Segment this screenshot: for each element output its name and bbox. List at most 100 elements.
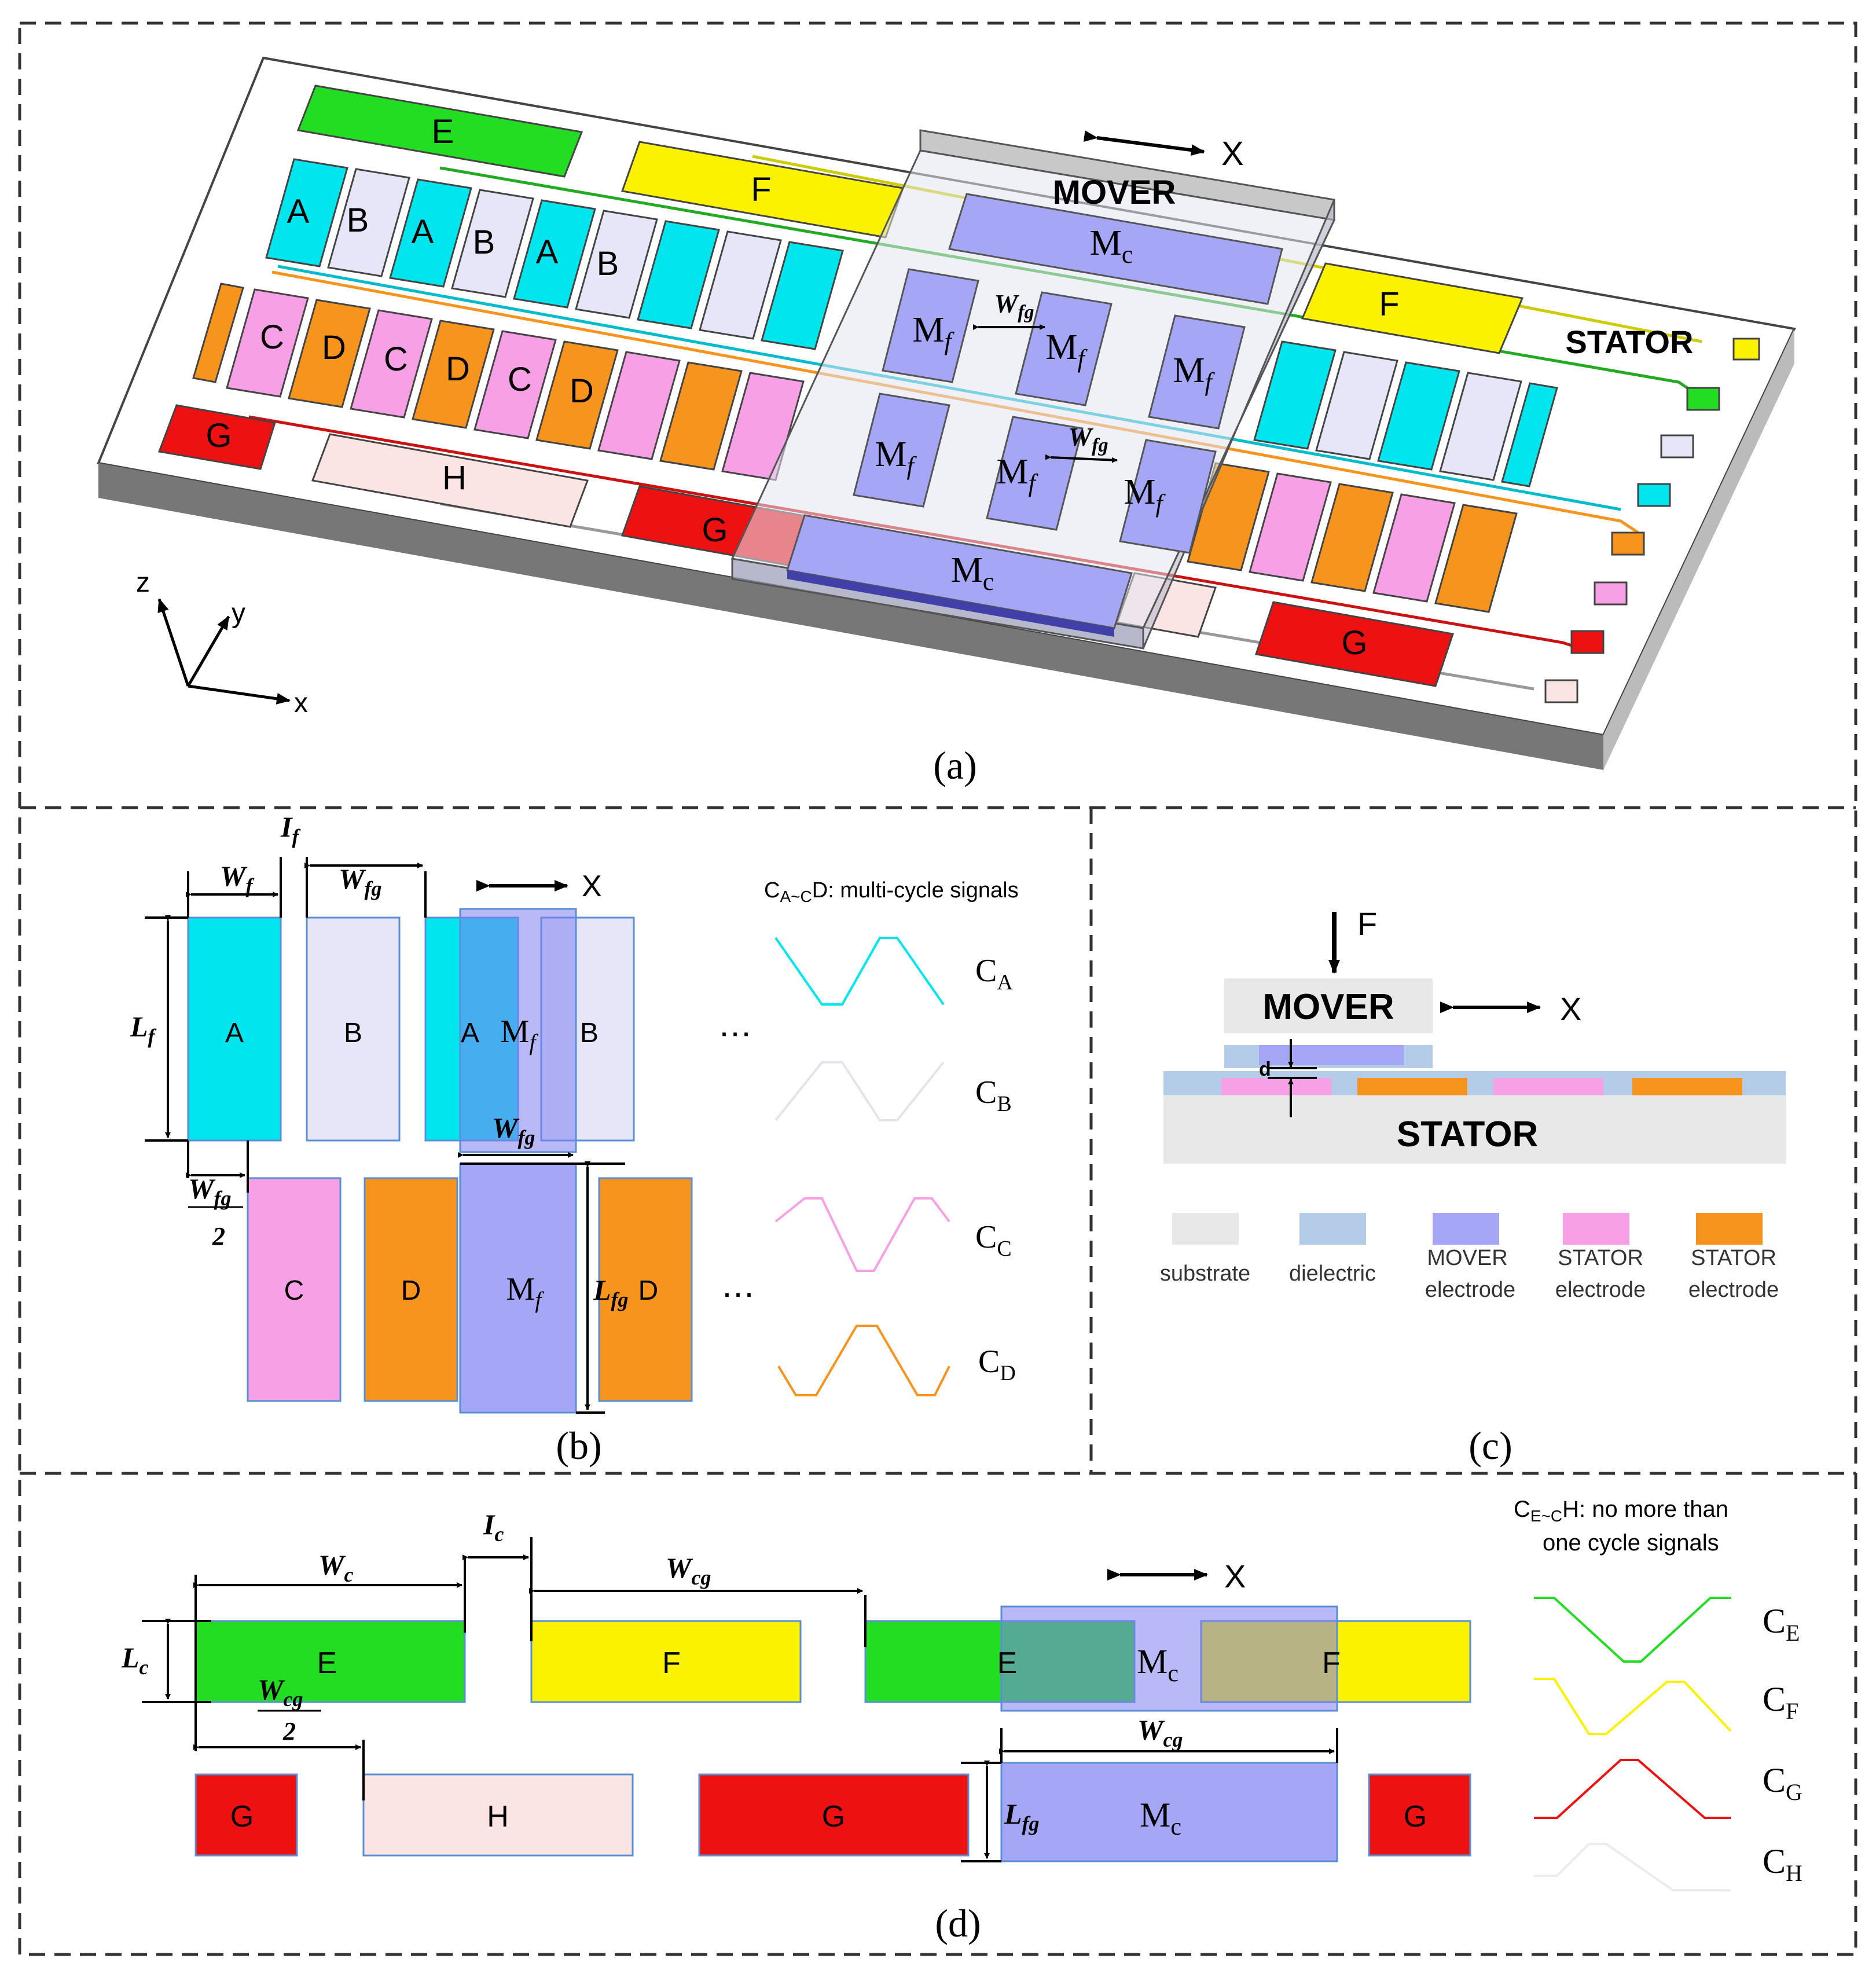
caption-c: (c) <box>1469 1424 1512 1468</box>
panel-c-stator-label: STATOR <box>1397 1114 1539 1154</box>
panel-c: MOVER STATOR F X d substrate dielectric … <box>1160 905 1786 1468</box>
electrode-h <box>311 433 589 528</box>
finger-d3 <box>598 1177 693 1402</box>
electrode-g-3 <box>1255 601 1454 687</box>
outer-frame <box>18 21 1857 1956</box>
signal-cd-label: CD <box>978 1344 1016 1385</box>
stator-electrode-orange-1 <box>1357 1078 1467 1095</box>
dim-two-d: 2 <box>282 1717 296 1745</box>
panel-b-signal-labels: CA CB CC CD <box>975 953 1016 1385</box>
dim-wcg-mover: Wcg <box>1137 1714 1183 1751</box>
signal-cg-label: CG <box>1763 1761 1802 1805</box>
stator-electrode-pink-1 <box>1221 1078 1331 1095</box>
wave-ca <box>774 937 945 1006</box>
label-a2: A <box>412 213 434 251</box>
signal-ch-label: CH <box>1763 1842 1802 1886</box>
axis-y-label: y <box>232 598 245 629</box>
mc-top-label: Mc <box>1090 223 1133 269</box>
label-d-e2: E <box>997 1646 1018 1680</box>
label-c1: C <box>260 318 284 356</box>
electrode-d-g1 <box>194 1773 298 1857</box>
axes-indicator <box>157 598 291 705</box>
label-d-h: H <box>487 1800 509 1833</box>
panel-c-direction-label: X <box>1560 991 1581 1027</box>
panel-b-dimensions <box>145 857 625 1414</box>
mover-electrode <box>1259 1045 1404 1065</box>
substrate-front <box>98 463 1603 770</box>
mover-block <box>730 129 1336 650</box>
label-f-right: F <box>1379 285 1399 323</box>
dim-wc: Wc <box>318 1549 353 1586</box>
panel-frames <box>18 21 1857 1956</box>
panel-d-signals-title: CE~CH: no more than <box>1514 1497 1728 1525</box>
panel-a-direction-label: X <box>1221 135 1244 173</box>
legend-swatch-dielectric <box>1299 1213 1366 1245</box>
wfg-label-1: Wfg <box>994 289 1034 323</box>
label-g1: G <box>205 417 232 454</box>
dim-two: 2 <box>212 1222 225 1250</box>
wave-cf <box>1534 1678 1732 1735</box>
wave-cb <box>774 1061 945 1121</box>
label-b-a2: A <box>461 1018 479 1048</box>
wave-cc <box>774 1197 950 1272</box>
wave-ch <box>1534 1843 1731 1891</box>
dim-wfg-top: Wfg <box>339 863 381 900</box>
label-g2: G <box>702 511 728 549</box>
panel-d-dimensions <box>142 1537 1338 1862</box>
panel-c-legend: substrate dielectric MOVER electrode STA… <box>1160 1213 1779 1302</box>
mover-mc-top <box>948 193 1283 305</box>
label-b-c1: C <box>284 1275 304 1306</box>
panel-d-signals-title-line2: one cycle signals <box>1543 1530 1719 1556</box>
legend-dielectric: dielectric <box>1289 1261 1376 1286</box>
signal-ca-label: CA <box>975 953 1013 995</box>
stator-body <box>1163 1095 1786 1164</box>
label-b-d3: D <box>638 1275 659 1306</box>
axis-z-label: z <box>136 567 150 598</box>
dim-wf: Wf <box>220 860 254 897</box>
signal-ce-label: CE <box>1763 1602 1800 1646</box>
legend-swatch-stator-orange <box>1696 1213 1763 1245</box>
panel-d-labels: E F E F G H G G <box>230 1646 1427 1833</box>
label-d-g1: G <box>230 1800 254 1833</box>
panel-b-signals-title: CA~CD: multi-cycle signals <box>764 878 1019 905</box>
dim-wcg-top: Wcg <box>666 1552 711 1589</box>
label-d1: D <box>322 329 346 366</box>
axes-labels: z y x <box>136 567 308 718</box>
label-d-g3: G <box>1404 1800 1427 1833</box>
caption-a: (a) <box>933 743 976 787</box>
panel-a-labels: E F F A B A B A B C D C D C D G H G G <box>205 113 1399 662</box>
label-d-mc-lower: Mc <box>1140 1796 1181 1840</box>
gap-indicator <box>1268 1039 1317 1117</box>
dim-wcg-half: Wcg <box>258 1673 303 1711</box>
dim-if: If <box>280 811 300 848</box>
electrode-f-right <box>1301 262 1524 354</box>
panel-a-mover-label: MOVER <box>1053 174 1176 211</box>
label-b-mf-upper: Mf <box>501 1014 539 1055</box>
label-f-left: F <box>751 171 771 208</box>
mover-mc-upper <box>1000 1605 1338 1712</box>
panel-b-direction-label: X <box>582 870 602 903</box>
ellipsis-row1: … <box>718 1005 752 1044</box>
mc-bottom-label: Mc <box>951 551 994 596</box>
label-c2: C <box>384 340 408 378</box>
panel-d-dim-labels: Wc Ic Wcg Lc Wcg 2 Wcg Lfg <box>121 1508 1183 1835</box>
finger-b1 <box>306 916 401 1142</box>
stator-row-ab <box>265 158 1558 487</box>
electrode-g-1 <box>157 404 276 470</box>
contact-pads <box>1544 338 1760 703</box>
panel-d-row2 <box>194 1773 1471 1857</box>
wfg-arrow-2 <box>1045 454 1118 463</box>
mover-mc-lower <box>1000 1762 1338 1862</box>
finger-c1 <box>247 1177 342 1402</box>
dim-lfg-d: Lfg <box>1004 1798 1040 1835</box>
label-b-b2: B <box>580 1018 599 1048</box>
dim-lfg: Lfg <box>593 1274 629 1311</box>
force-label: F <box>1357 905 1377 942</box>
stator-row-cd <box>192 283 1518 613</box>
label-d-g2: G <box>822 1800 845 1833</box>
label-d-f2: F <box>1322 1646 1341 1680</box>
signal-cf-label: CF <box>1763 1680 1798 1724</box>
stator-electrode-pink-2 <box>1493 1078 1603 1095</box>
signal-cc-label: CC <box>975 1219 1012 1261</box>
axis-x-label: x <box>294 688 308 718</box>
